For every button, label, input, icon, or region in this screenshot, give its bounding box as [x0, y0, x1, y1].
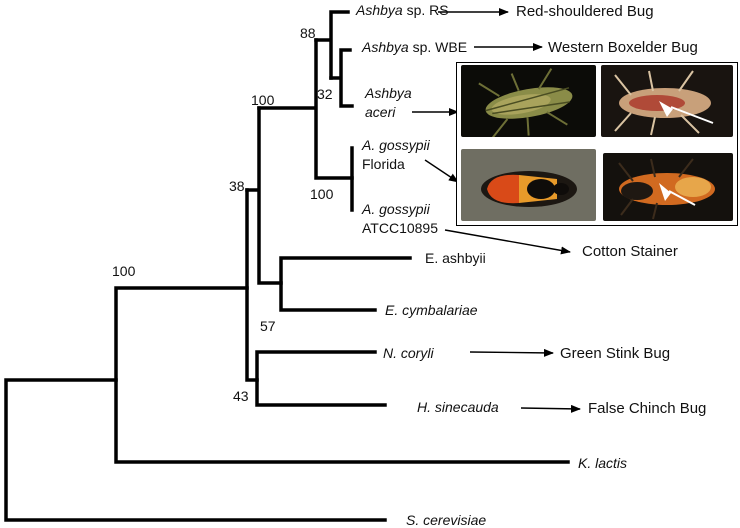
host-false-chinch-bug: False Chinch Bug — [588, 400, 707, 417]
branch-node-32 — [329, 48, 354, 108]
host-cotton-stainer: Cotton Stainer — [582, 243, 678, 260]
bootstrap-100-gossypii: 100 — [310, 186, 334, 202]
taxon-ashbya-aceri-genus: Ashbya — [365, 85, 412, 101]
branch-node-88 — [314, 10, 350, 80]
bootstrap-57: 57 — [260, 318, 276, 334]
photo-boxelder-ventral — [601, 65, 733, 137]
photo-cotton-stainer-ventral — [603, 153, 733, 221]
bootstrap-38: 38 — [229, 178, 245, 194]
branch-ingroup — [114, 286, 570, 464]
taxon-e-ashbyii: E. ashbyii — [425, 250, 486, 266]
insect-photo-panel — [456, 62, 738, 226]
bootstrap-43: 43 — [233, 388, 249, 404]
taxon-gossypii-atcc-strain: ATCC10895 — [362, 220, 439, 236]
branch-node-38 — [245, 106, 283, 285]
photo-cotton-stainer-dorsal — [461, 149, 596, 221]
taxon-ashbya-rs: Ashbya sp. RS — [356, 2, 449, 18]
bootstrap-100-ashbya: 100 — [251, 92, 275, 108]
taxon-s-cerevisiae: S. cerevisiae — [406, 512, 487, 528]
branch-root — [4, 378, 387, 522]
taxon-gossypii-florida-name: A. gossypii — [362, 137, 430, 153]
host-green-stink-bug: Green Stink Bug — [560, 345, 671, 362]
taxon-gossypii-florida-strain: Florida — [362, 156, 405, 172]
bootstrap-100-root: 100 — [112, 263, 136, 279]
taxon-k-lactis: K. lactis — [578, 455, 628, 471]
arrow-green-stink — [469, 348, 554, 357]
bootstrap-32: 32 — [317, 86, 333, 102]
host-western-boxelder-bug: Western Boxelder Bug — [548, 39, 698, 56]
taxon-e-cymbalariae: E. cymbalariae — [385, 302, 478, 318]
arrow-cotton-stainer — [444, 229, 571, 255]
taxon-ashbya-wbe: Ashbya sp. WBE — [362, 39, 468, 55]
taxon-h-sinecauda: H. sinecauda — [417, 399, 499, 415]
taxon-ashbya-aceri-species: aceri — [365, 104, 396, 120]
bootstrap-88: 88 — [300, 25, 316, 41]
taxon-gossypii-atcc-name: A. gossypii — [362, 201, 430, 217]
branch-node-38-43 — [245, 188, 259, 382]
host-red-shouldered-bug: Red-shouldered Bug — [516, 3, 654, 20]
branch-node-43 — [255, 350, 387, 407]
arrow-false-chinch — [520, 404, 581, 413]
branch-node-57 — [279, 256, 412, 312]
photo-boxelder-dorsal — [461, 65, 596, 137]
branch-node-100-ashbya — [257, 38, 354, 180]
arrow-florida-photo — [424, 159, 459, 183]
taxon-n-coryli: N. coryli — [383, 345, 434, 361]
